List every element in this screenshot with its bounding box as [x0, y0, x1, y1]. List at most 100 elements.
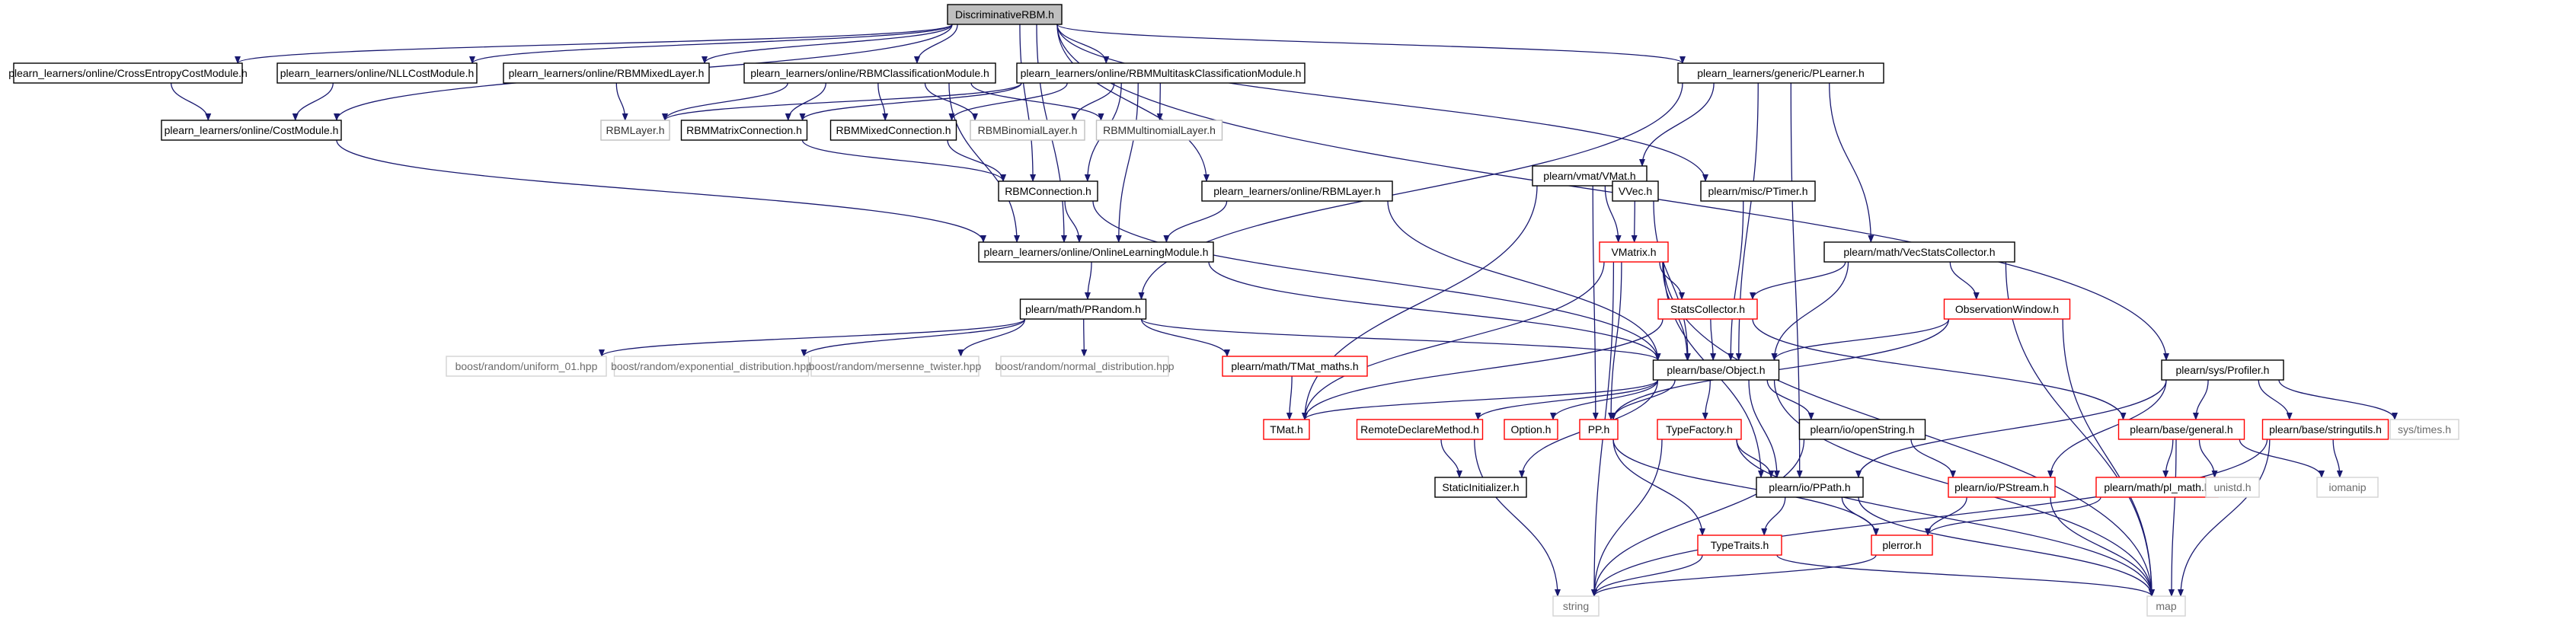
node-tmat-h[interactable]: TMat.h: [1263, 419, 1310, 440]
node-layer: DiscriminativeRBM.h plearn_learners/onlin…: [8, 4, 2459, 617]
node-box: [1016, 62, 1306, 84]
node-plearn-learners-online-rbmlayer-h[interactable]: plearn_learners/online/RBMLayer.h: [1201, 180, 1393, 202]
node-iomanip[interactable]: iomanip: [2316, 477, 2379, 498]
node-pp-h[interactable]: PP.h: [1579, 419, 1619, 440]
node-label: iomanip: [2328, 481, 2366, 493]
node-typetraits-h[interactable]: TypeTraits.h: [1697, 534, 1782, 556]
node-plearn-math-prandom-h[interactable]: plearn/math/PRandom.h: [1019, 298, 1147, 320]
node-plearn-learners-online-nllcostmodule-h[interactable]: plearn_learners/online/NLLCostModule.h: [276, 62, 478, 84]
edge-root-to-ce: [235, 24, 953, 64]
node-string[interactable]: string: [1552, 595, 1600, 617]
node-box: [1504, 419, 1558, 440]
node-label: PP.h: [1588, 423, 1610, 436]
node-rbmmatrixconnection-h[interactable]: RBMMatrixConnection.h: [680, 120, 808, 141]
node-boost-random-normal-distribution-hpp[interactable]: boost/random/normal_distribution.hpp: [995, 356, 1175, 377]
node-label: plearn_learners/online/OnlineLearningMod…: [984, 246, 1209, 258]
node-vvec-h[interactable]: VVec.h: [1612, 180, 1659, 202]
node-boost-random-exponential-distribution-hpp[interactable]: boost/random/exponential_distribution.hp…: [611, 356, 812, 377]
edge-prandom-to-expo: [801, 318, 1026, 357]
node-plearn-learners-online-onlinelearningmodule-h[interactable]: plearn_learners/online/OnlineLearningMod…: [978, 241, 1214, 263]
node-rbmmultinomiallayer-h[interactable]: RBMMultinomialLayer.h: [1095, 120, 1223, 141]
edge-remote-to-staticinit: [1440, 439, 1462, 478]
node-discriminativerbm-h[interactable]: DiscriminativeRBM.h: [947, 4, 1063, 25]
node-box: [1652, 359, 1780, 381]
node-plearn-base-object-h[interactable]: plearn/base/Object.h: [1652, 359, 1780, 381]
node-plearn-io-pstream-h[interactable]: plearn/io/PStream.h: [1948, 477, 2056, 498]
node-label: plearn/math/TMat_maths.h: [1231, 360, 1358, 372]
edge-plearner-to-vmath: [1639, 82, 1715, 167]
node-rbmmixedconnection-h[interactable]: RBMMixedConnection.h: [829, 120, 957, 141]
node-plerror-h[interactable]: plerror.h: [1871, 534, 1933, 556]
node-label: RBMMultinomialLayer.h: [1103, 124, 1216, 136]
node-sys-times-h[interactable]: sys/times.h: [2389, 419, 2459, 440]
edge-layer: [171, 24, 2398, 597]
node-plearn-learners-online-costmodule-h[interactable]: plearn_learners/online/CostModule.h: [161, 120, 342, 141]
node-box: [743, 62, 996, 84]
node-box: [1579, 419, 1619, 440]
edge-object-to-option: [1550, 379, 1659, 420]
node-observationwindow-h[interactable]: ObservationWindow.h: [1943, 298, 2071, 320]
node-plearn-learners-online-rbmclassificationmodule-h[interactable]: plearn_learners/online/RBMClassification…: [743, 62, 996, 84]
node-vmatrix-h[interactable]: VMatrix.h: [1599, 241, 1669, 263]
edge-root-to-mixedlayer: [702, 24, 953, 64]
node-label: plearn_learners/online/RBMMixedLayer.h: [509, 67, 705, 79]
edge-statscoll-to-general: [1752, 318, 2127, 420]
edge-ppath-to-map: [1858, 496, 2155, 597]
node-boost-random-mersenne-twister-hpp[interactable]: boost/random/mersenne_twister.hpp: [809, 356, 982, 377]
node-plearn-math-pl-math-h[interactable]: plearn/math/pl_math.h: [2095, 477, 2219, 498]
edge-rbmconn-to-olm: [1064, 200, 1082, 243]
node-label: TypeFactory.h: [1666, 423, 1733, 436]
node-label: plearn_learners/online/RBMClassification…: [750, 67, 989, 79]
node-rbmlayer-h[interactable]: RBMLayer.h: [600, 120, 670, 141]
node-box: [2389, 419, 2459, 440]
edge-classif-to-olm: [948, 82, 1021, 243]
node-rbmconnection-h[interactable]: RBMConnection.h: [998, 180, 1098, 202]
node-label: plearn_learners/online/RBMLayer.h: [1213, 185, 1380, 197]
edge-obswin-to-pp: [1610, 318, 1950, 420]
node-plearn-io-openstring-h[interactable]: plearn/io/openString.h: [1798, 419, 1926, 440]
node-plearn-learners-online-crossentropycostmodule-h[interactable]: plearn_learners/online/CrossEntropyCostM…: [8, 62, 248, 84]
edge-prandom-to-uniform: [599, 318, 1026, 357]
node-rbmbinomiallayer-h[interactable]: RBMBinomialLayer.h: [970, 120, 1085, 141]
edge-profiler-to-systimes: [2278, 379, 2398, 420]
node-plearn-base-general-h[interactable]: plearn/base/general.h: [2117, 419, 2245, 440]
node-label: plearn/base/general.h: [2130, 423, 2232, 436]
edge-object-to-typefactory: [1702, 379, 1711, 420]
node-label: boost/random/mersenne_twister.hpp: [809, 360, 982, 372]
node-label: RBMBinomialLayer.h: [978, 124, 1078, 136]
edge-root-to-classif: [913, 24, 958, 64]
node-staticinitializer-h[interactable]: StaticInitializer.h: [1434, 477, 1527, 498]
node-label: plearn/base/Object.h: [1667, 364, 1765, 376]
edge-onlinerbmlayer-to-object: [1387, 200, 1661, 361]
edge-vmatrix-to-pp: [1608, 261, 1622, 420]
node-box: [1700, 180, 1816, 202]
node-box: [978, 241, 1214, 263]
edge-general-to-iomanip: [2239, 439, 2325, 478]
edge-vecstats-to-statscoll: [1750, 261, 1846, 300]
node-plearn-misc-ptimer-h[interactable]: plearn/misc/PTimer.h: [1700, 180, 1816, 202]
node-label: plearn/io/PPath.h: [1769, 481, 1850, 493]
node-label: StatsCollector.h: [1670, 303, 1745, 315]
edge-statscoll-to-object: [1710, 318, 1717, 361]
node-plearn-learners-generic-plearner-h[interactable]: plearn_learners/generic/PLearner.h: [1677, 62, 1884, 84]
edge-rbmconn-to-object: [1092, 200, 1661, 361]
node-statscollector-h[interactable]: StatsCollector.h: [1657, 298, 1758, 320]
edge-openstring-to-string: [1591, 439, 1805, 597]
node-plearn-io-ppath-h[interactable]: plearn/io/PPath.h: [1756, 477, 1864, 498]
node-plearn-learners-online-rbmmixedlayer-h[interactable]: plearn_learners/online/RBMMixedLayer.h: [503, 62, 710, 84]
node-box: [1356, 419, 1484, 440]
node-label: DiscriminativeRBM.h: [955, 8, 1054, 21]
node-unistd-h[interactable]: unistd.h: [2205, 477, 2260, 498]
node-label: RBMLayer.h: [606, 124, 664, 136]
node-map[interactable]: map: [2146, 595, 2186, 617]
node-plearn-base-stringutils-h[interactable]: plearn/base/stringutils.h: [2261, 419, 2389, 440]
node-option-h[interactable]: Option.h: [1504, 419, 1558, 440]
node-label: plearn/math/pl_math.h: [2104, 481, 2210, 493]
node-typefactory-h[interactable]: TypeFactory.h: [1657, 419, 1742, 440]
node-plearn-learners-online-rbmmultitaskclassificationmodule-h[interactable]: plearn_learners/online/RBMMultitaskClass…: [1016, 62, 1306, 84]
node-boost-random-uniform-01-hpp[interactable]: boost/random/uniform_01.hpp: [446, 356, 607, 377]
node-remotedeclaremethod-h[interactable]: RemoteDeclareMethod.h: [1356, 419, 1484, 440]
node-plearn-math-vecstatscollector-h[interactable]: plearn/math/VecStatsCollector.h: [1823, 241, 2015, 263]
node-plearn-math-tmat-maths-h[interactable]: plearn/math/TMat_maths.h: [1222, 356, 1368, 377]
node-plearn-sys-profiler-h[interactable]: plearn/sys/Profiler.h: [2161, 359, 2284, 381]
